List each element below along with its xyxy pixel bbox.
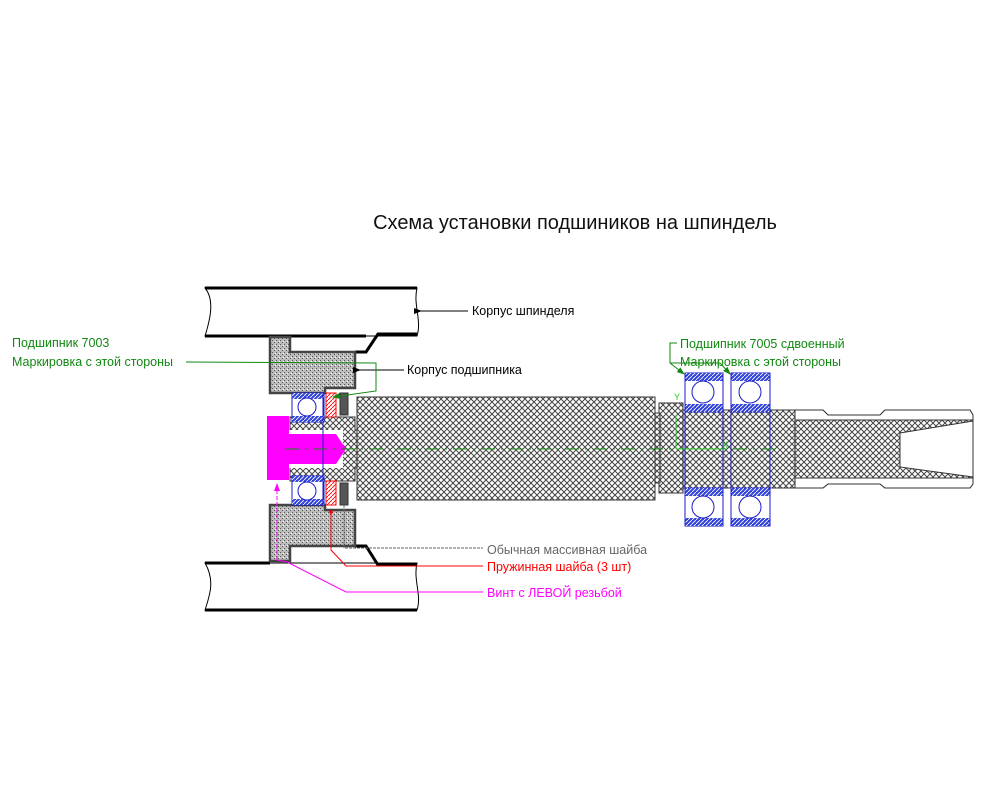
callout-spindle-housing: Корпус шпинделя xyxy=(414,304,574,318)
svg-text:Обычная массивная шайба: Обычная массивная шайба xyxy=(487,543,647,557)
taper-bore xyxy=(899,420,974,478)
callout-left-screw: Винт с ЛЕВОЙ резьбой xyxy=(274,483,622,600)
callout-spring-washer: Пружинная шайба (3 шт) xyxy=(329,510,631,574)
svg-text:Винт с ЛЕВОЙ резьбой: Винт с ЛЕВОЙ резьбой xyxy=(487,585,622,600)
callout-bearing-housing: Корпус подшипника xyxy=(353,363,522,377)
svg-text:Подшипник 7003: Подшипник 7003 xyxy=(12,336,109,350)
svg-text:Пружинная шайба (3 шт): Пружинная шайба (3 шт) xyxy=(487,560,631,574)
svg-text:Маркировка с этой стороны: Маркировка с этой стороны xyxy=(12,355,173,369)
svg-text:Корпус шпинделя: Корпус шпинделя xyxy=(472,304,574,318)
callout-bearing-7003: Подшипник 7003 Маркировка с этой стороны xyxy=(12,336,377,400)
shaft-collar xyxy=(658,402,684,494)
axis-x-label: X xyxy=(722,440,728,450)
svg-text:Корпус подшипника: Корпус подшипника xyxy=(407,363,522,377)
bearing-housing-top xyxy=(268,335,357,395)
diagram-title: Схема установки подшиников на шпиндель xyxy=(373,212,777,234)
callout-plain-washer: Обычная массивная шайба xyxy=(343,505,647,557)
callout-bearing-7005: Подшипник 7005 сдвоенный Маркировка с эт… xyxy=(669,337,845,375)
spring-washers xyxy=(325,392,337,506)
svg-text:Подшипник 7005 сдвоенный: Подшипник 7005 сдвоенный xyxy=(680,337,845,351)
bearing-housing-bottom xyxy=(268,503,357,563)
bearing-7003 xyxy=(291,392,325,506)
bearing-7005-pair xyxy=(684,372,771,527)
spindle-housing-bottom xyxy=(204,544,420,612)
ucs-icon xyxy=(675,415,726,450)
svg-text:Маркировка с этой стороны: Маркировка с этой стороны xyxy=(680,355,841,369)
axis-y-label: Y xyxy=(674,392,680,402)
spindle-housing-top xyxy=(203,286,420,354)
